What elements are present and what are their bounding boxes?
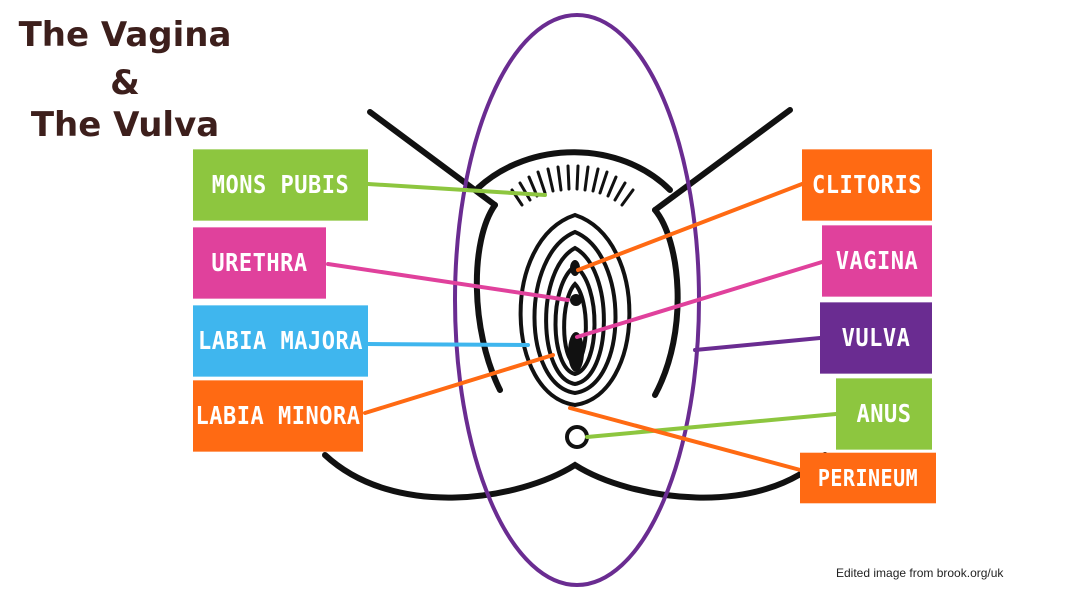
anus-circle [565,425,589,449]
labia-majora-outer [518,212,632,408]
label-perineum: PERINEUM [800,452,936,504]
right-thigh-line [652,107,793,213]
label-mons-pubis: MONS PUBIS [193,149,368,221]
label-urethra: URETHRA [193,227,326,299]
label-labia-majora: LABIA MAJORA [193,305,368,377]
vagina-opening [568,332,584,372]
title-ampersand: & [110,63,140,103]
openings [568,260,584,372]
title-line-3: The Vulva [30,105,220,145]
mons-arc [475,149,673,193]
labia-minora-outer [544,245,606,387]
urethra-connector [326,262,570,302]
urethra-opening [570,294,582,306]
label-anus: ANUS [836,378,932,450]
vagina-connector [575,260,824,339]
label-vagina: VAGINA [822,225,932,297]
clitoris-mark [570,260,580,276]
connector-lines [326,182,838,480]
anus-connector [585,412,838,439]
mons-pubis-connector [366,182,547,197]
left-leg-curve [473,202,503,393]
labia-majora-inner [532,229,618,396]
vulva-shape [518,212,632,408]
vulva-connector [693,336,822,352]
clitoris-connector [576,182,804,272]
pubic-hair [510,164,635,207]
buttocks-curve [322,452,828,501]
labia-majora-connector [366,342,530,347]
label-labia-minora: LABIA MINORA [193,380,363,452]
label-vulva: VULVA [820,302,932,374]
label-clitoris: CLITORIS [802,149,932,221]
image-credit: Edited image from brook.org/uk [836,566,1004,580]
title-line-1: The Vagina [18,15,232,55]
perineum-connector [568,406,832,480]
labia-minora-connector [363,353,555,415]
right-leg-curve [652,207,681,398]
